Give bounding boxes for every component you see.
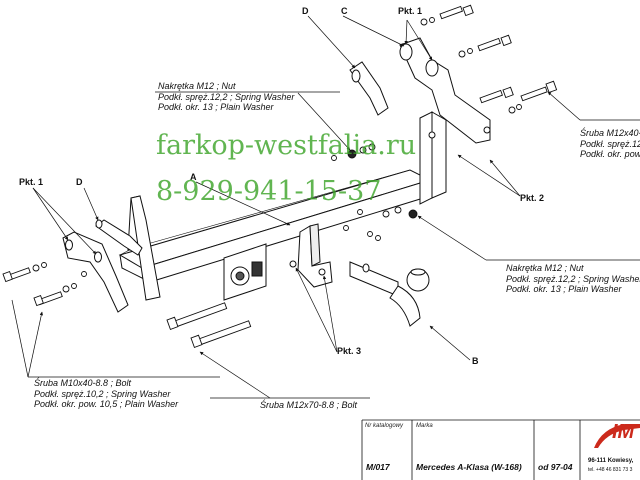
label-b: B: [472, 356, 479, 366]
callout-line: Podkł. spręż.10,2 ; Spring Washer: [34, 388, 171, 399]
callout-nut-right: Nakrętka M12 ; Nut Podkł. spręż.12,2 ; S…: [506, 263, 640, 295]
im-logo: [594, 424, 640, 448]
callout-line: Podkł. okr. 13 ; Plain Washer: [158, 102, 274, 112]
callout-line: Śruba M10x40-8.8 ; Bolt: [34, 378, 132, 388]
mounting-strip-left: [95, 219, 143, 256]
label-d-left: D: [76, 177, 83, 187]
company-phone: tel. +48 46 831 73 3: [588, 467, 633, 473]
callout-line: Podkł. okr. pow. 10,5 ; Plain Washer: [34, 399, 179, 409]
callout-line: Podkł. okr. 13 ; Plain Washer: [506, 284, 622, 294]
logo-text: IM: [612, 421, 635, 443]
label-pkt3: Pkt. 3: [337, 346, 362, 356]
callout-line: Śruba M12x40-: [580, 128, 640, 138]
company-address: 96-111 Kowiesy,: [588, 458, 634, 464]
socket-plate: [223, 243, 267, 301]
hitch-bar: [118, 111, 447, 301]
callout-line: Podkł. spręż.12,2 ; Spring Washer: [158, 91, 295, 102]
callout-line: Podkł. okr. pow.: [580, 149, 640, 159]
title-block: [361, 419, 640, 480]
callout-bolt-right: Śruba M12x40- Podkł. spręż.12 Podkł. okr…: [580, 128, 640, 160]
label-d-top: D: [302, 6, 309, 16]
label-pkt1-left: Pkt. 1: [19, 177, 44, 187]
callout-line: Podkł. spręż.12,2 ; Spring Washer: [506, 273, 640, 284]
leader-lines: [11, 15, 640, 399]
callout-nut-top: Nakrętka M12 ; Nut Podkł. spręż.12,2 ; S…: [158, 81, 294, 113]
fasteners: [2, 4, 558, 348]
label-pkt1-top: Pkt. 1: [398, 6, 423, 16]
vehicle-model: Mercedes A-Klasa (W-168): [416, 462, 522, 472]
label-a: A: [190, 172, 197, 182]
mounting-bracket-top-strip: [349, 61, 389, 116]
callout-line: Nakrętka M12 ; Nut: [506, 263, 584, 273]
callout-line: Nakrętka M12 ; Nut: [158, 81, 236, 91]
tow-ball: [349, 261, 430, 327]
watermark-phone: 8-929-941-15-37: [156, 176, 382, 207]
label-c-top: C: [341, 6, 348, 16]
catalog-caption: Nr katalogowy: [365, 423, 404, 429]
callout-bolt-bottom: Śruba M12x70-8.8 ; Bolt: [260, 400, 358, 410]
brand-caption: Marka: [416, 423, 433, 429]
watermark-site: farkop-westfalia.ru: [156, 130, 417, 161]
ball-mount-bracket: [289, 223, 333, 288]
label-pkt2: Pkt. 2: [520, 193, 545, 203]
callout-line: Podkł. spręż.12: [580, 138, 640, 149]
catalog-number: M/017: [366, 462, 390, 472]
mounting-bracket-left: [62, 231, 129, 313]
callout-bolt-left: Śruba M10x40-8.8 ; Bolt Podkł. spręż.10,…: [34, 378, 178, 410]
year-range: od 97-04: [538, 462, 573, 472]
